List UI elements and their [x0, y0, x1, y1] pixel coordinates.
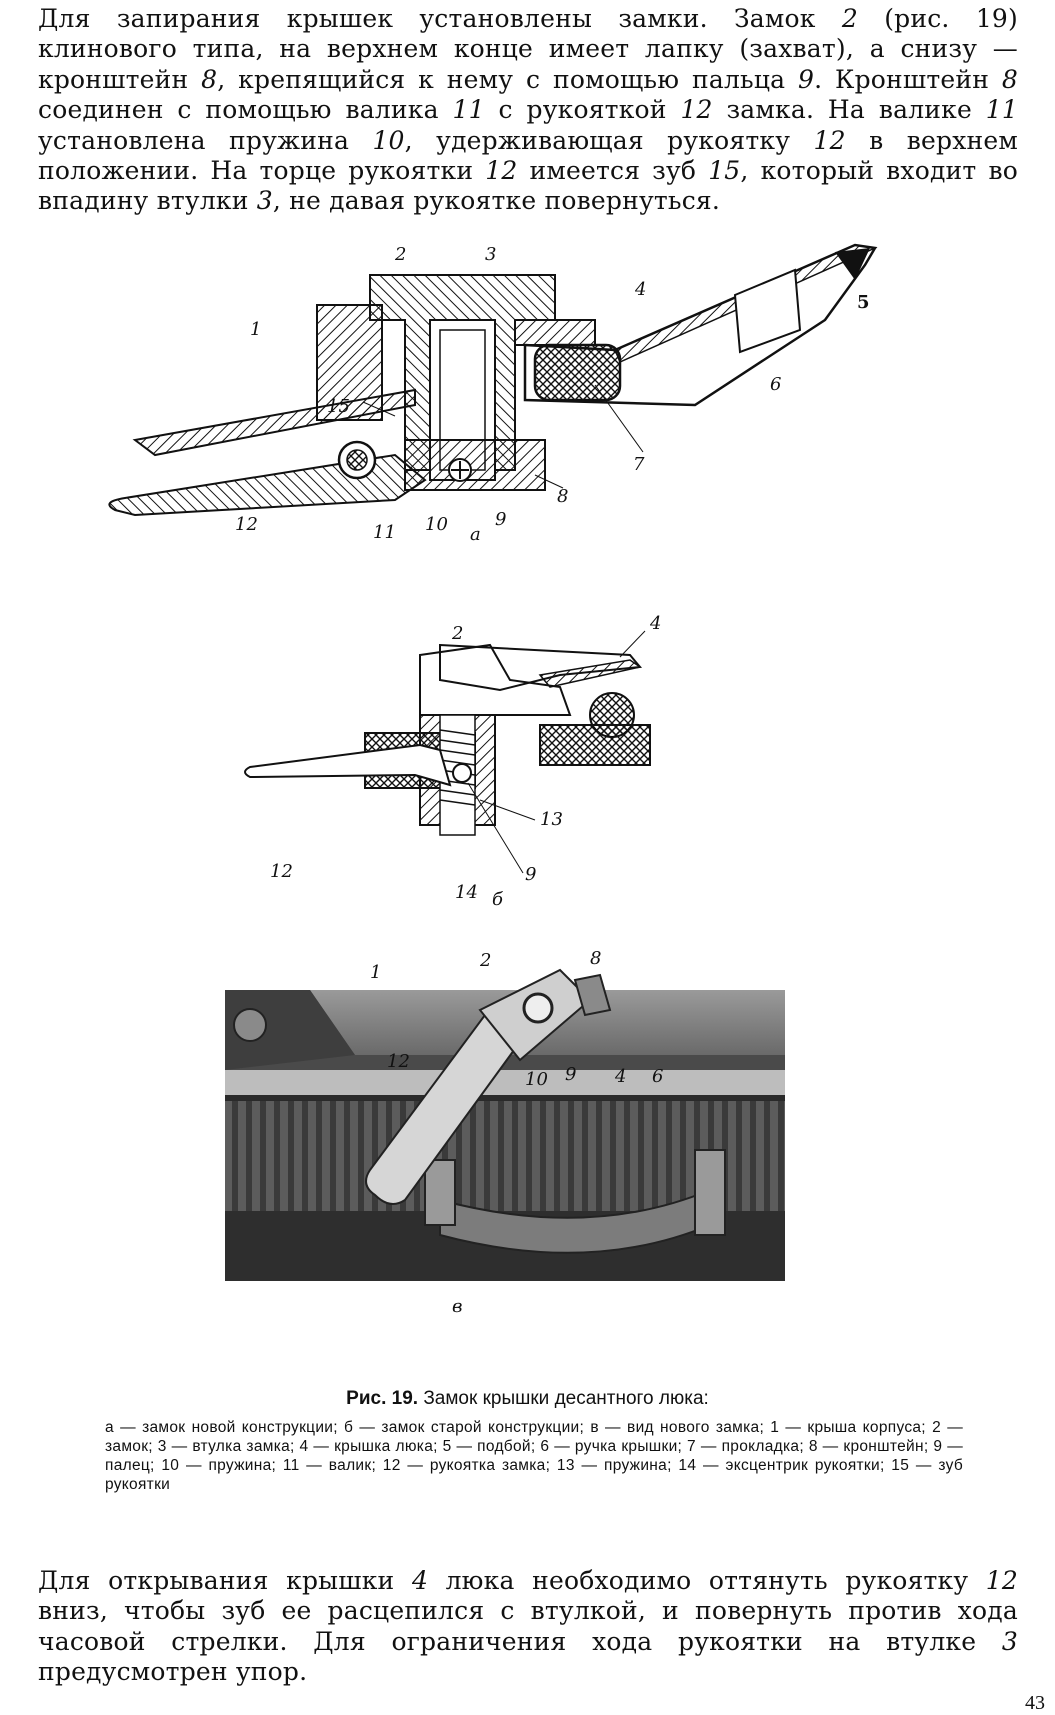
text-run: люка необходимо оттянуть рукоятку — [428, 1566, 986, 1595]
page-number: 43 — [1025, 1692, 1045, 1714]
label-2: 2 — [479, 950, 491, 971]
sublabel-c: в — [452, 1296, 462, 1317]
figure-caption-title: Рис. 19. Замок крышки десантного люка: — [0, 1388, 1055, 1410]
figure-b-old-lock-section: 2 4 13 9 12 14 б — [244, 615, 661, 910]
ref-number: 12 — [485, 156, 518, 186]
pin-9 — [522, 992, 554, 1024]
ref-number: 8 — [201, 64, 218, 94]
housing-block — [316, 304, 383, 421]
ref-number: 8 — [1001, 64, 1018, 94]
text-run: , удерживающая рукоятку — [404, 125, 814, 155]
figure-caption-legend: а — замок новой конструкции; б — замок с… — [105, 1419, 963, 1493]
label-4: 4 — [649, 615, 661, 634]
label-5: 5 — [857, 292, 870, 313]
sublabel-a: а — [470, 524, 481, 545]
text-run: (рис. 19) клинового типа, на верхнем кон… — [38, 4, 1018, 94]
figure-a-new-lock-section: 2 3 4 5 6 7 8 9 10 11 12 15 1 а — [108, 243, 878, 545]
label-1: 1 — [370, 962, 381, 983]
label-4: 4 — [614, 1066, 626, 1087]
ref-number: 11 — [985, 95, 1018, 125]
label-4: 4 — [634, 279, 646, 300]
text-run: предусмотрен упор. — [38, 1657, 308, 1687]
lining-5 — [835, 248, 870, 280]
label-12: 12 — [235, 514, 258, 535]
bracket-8 — [573, 973, 612, 1017]
label-7: 7 — [633, 454, 645, 475]
ref-number: 2 — [841, 4, 858, 33]
label-8: 8 — [557, 486, 568, 507]
text-run: , не давая рукоятке повернуться. — [272, 186, 721, 216]
lock-handle-12 — [244, 743, 452, 787]
ref-number: 12 — [985, 1566, 1019, 1595]
ref-number: 10 — [372, 125, 405, 155]
ref-number: 11 — [452, 95, 485, 125]
text-run: . Кронштейн — [814, 64, 1002, 94]
label-6: 6 — [652, 1066, 663, 1087]
intro-paragraph: Для запирания крышек установлены замки. … — [38, 4, 1018, 217]
bracket-8 — [404, 439, 546, 491]
label-9: 9 — [495, 509, 506, 530]
text-run: имеется зуб — [517, 156, 709, 186]
ref-number: 9 — [798, 64, 815, 94]
text-run: в верхнем положении. На торце рукоятки — [38, 125, 1019, 186]
label-15: 15 — [327, 396, 350, 417]
pin-9 — [452, 763, 472, 783]
text-run: , который входит во впадину втулки — [38, 156, 1018, 216]
label-2: 2 — [394, 244, 406, 265]
text-run: соединен с помощью валика — [38, 95, 453, 125]
label-14: 14 — [455, 882, 478, 903]
label-10: 10 — [525, 1069, 548, 1090]
opening-instructions-paragraph: Для открывания крышки 4 люка необходимо … — [38, 1566, 1018, 1688]
label-13: 13 — [540, 809, 563, 830]
gasket-7 — [533, 343, 622, 402]
label-10: 10 — [425, 514, 448, 535]
figure-c-photo: 1 2 8 12 10 9 4 6 в — [225, 950, 785, 1317]
label-12: 12 — [387, 1051, 410, 1072]
text-run: Для открывания крышки — [38, 1566, 412, 1595]
text-run: установлена пружина — [38, 125, 373, 155]
text-run: Для запирания крышек установлены замки. … — [38, 4, 842, 33]
label-2: 2 — [451, 623, 463, 644]
ref-number: 15 — [708, 156, 741, 186]
ref-number: 12 — [680, 95, 713, 125]
ref-number: 3 — [1001, 1626, 1018, 1656]
label-6: 6 — [770, 374, 781, 395]
ref-number: 12 — [813, 125, 846, 155]
text-run: замка. На валике — [712, 95, 986, 125]
label-9: 9 — [565, 1064, 576, 1085]
text-run: с рукояткой — [484, 95, 681, 125]
caption-text: Замок крышки десантного люка: — [423, 1388, 709, 1409]
ref-number: 4 — [411, 1566, 429, 1595]
text-run: , крепящийся к нему с помощью пальца — [217, 64, 798, 94]
lock-handle-12 — [108, 453, 427, 517]
text-run: вниз, чтобы зуб ее расцепился с втулкой,… — [38, 1596, 1018, 1656]
sublabel-b: б — [492, 889, 504, 910]
label-8: 8 — [590, 950, 601, 969]
label-3: 3 — [485, 244, 496, 265]
label-12: 12 — [270, 861, 293, 882]
hatch-cover-4 — [225, 1101, 785, 1211]
label-1: 1 — [250, 319, 261, 340]
caption-number: Рис. 19. — [346, 1388, 419, 1409]
ref-number: 3 — [256, 186, 273, 216]
label-9: 9 — [525, 864, 536, 885]
label-11: 11 — [373, 522, 396, 543]
cover-handle-6 — [733, 268, 802, 354]
